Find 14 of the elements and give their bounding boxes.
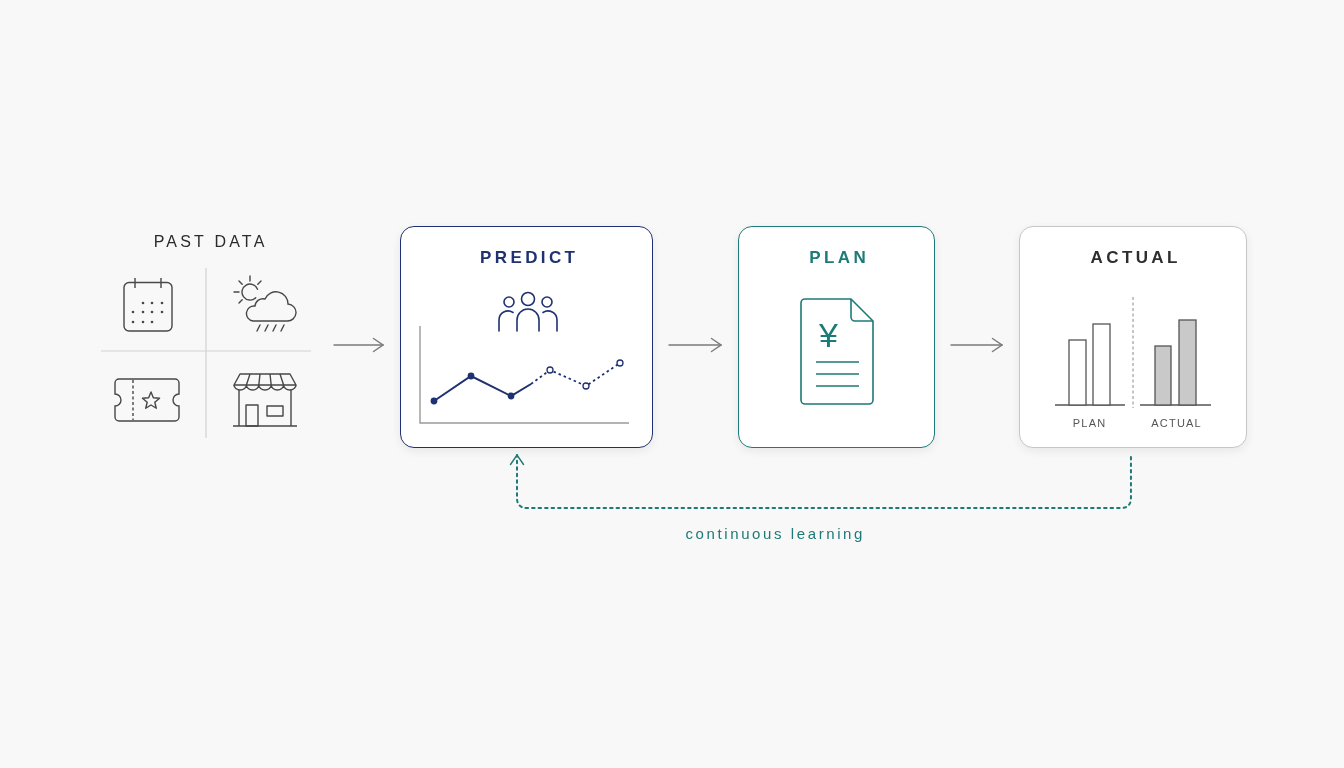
card-title: ACTUAL — [1089, 247, 1181, 269]
arrow — [950, 337, 1003, 353]
axis-label: PLAN — [1071, 416, 1107, 431]
process-card — [738, 226, 935, 448]
process-card — [400, 226, 653, 448]
currency-symbol: ¥ — [819, 318, 838, 352]
section-heading: PAST DATA — [152, 232, 268, 252]
arrow — [333, 337, 384, 353]
dashed-arrow — [509, 454, 1132, 509]
arrow — [668, 337, 722, 353]
card-title: PLAN — [808, 247, 870, 269]
process-card — [1019, 226, 1247, 448]
card-title: PREDICT — [479, 247, 579, 269]
axis-label: ACTUAL — [1150, 416, 1202, 431]
